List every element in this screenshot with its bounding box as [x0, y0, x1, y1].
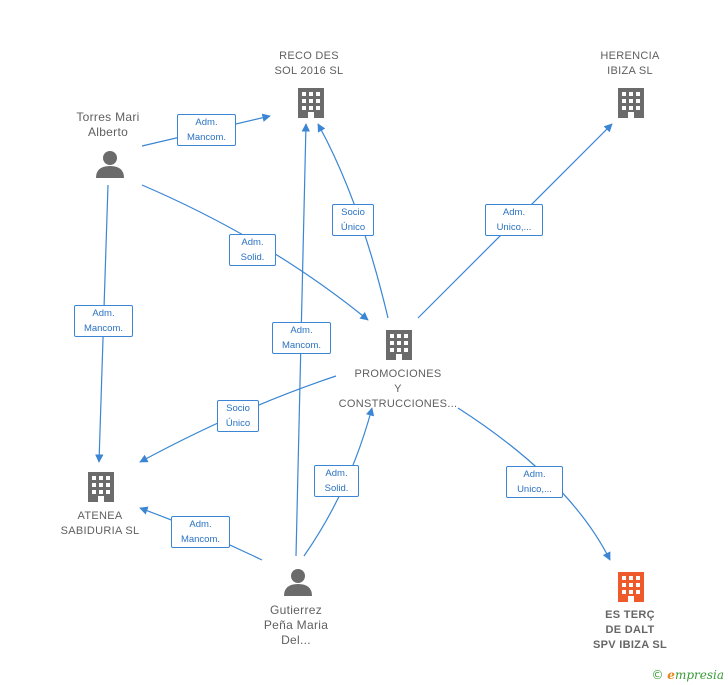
node-herencia-ibiza[interactable]: HERENCIA IBIZA SL: [600, 50, 660, 77]
node-es-terc-de-dalt[interactable]: ES TERÇ DE DALT SPV IBIZA SL: [592, 609, 668, 651]
node-gutierrez-pena[interactable]: Gutierrez Peña Maria Del...: [263, 603, 329, 647]
building-icon: [386, 330, 412, 360]
edge-label-promociones-herencia: Adm.Unico,...: [485, 204, 543, 236]
edge-label-gutierrez-atenea: Adm.Mancom.: [171, 516, 230, 548]
edge-label-promociones-esterc: Adm.Unico,...: [506, 466, 563, 498]
building-icon-highlight: [618, 572, 644, 602]
person-icon: [96, 151, 124, 178]
node-reco-des-sol[interactable]: RECO DES SOL 2016 SL: [274, 50, 344, 77]
building-icon: [618, 88, 644, 118]
edge-label-gutierrez-reco: Adm.Mancom.: [272, 322, 331, 354]
person-icon: [284, 569, 312, 596]
edge-label-torres-reco: Adm.Mancom.: [177, 114, 236, 146]
building-icon: [88, 472, 114, 502]
node-atenea-sabiduria[interactable]: ATENEA SABIDURIA SL: [60, 510, 140, 537]
edge-label-torres-promociones: Adm.Solid.: [229, 234, 276, 266]
edge-label-torres-atenea: Adm.Mancom.: [74, 305, 133, 337]
edge-label-gutierrez-promociones: Adm.Solid.: [314, 465, 359, 497]
node-torres-mari-alberto[interactable]: Torres Mari Alberto: [76, 110, 140, 139]
node-promociones[interactable]: PROMOCIONES Y CONSTRUCCIONES...: [338, 368, 458, 410]
building-icon: [298, 88, 324, 118]
empresia-logo[interactable]: © empresia: [651, 668, 724, 682]
